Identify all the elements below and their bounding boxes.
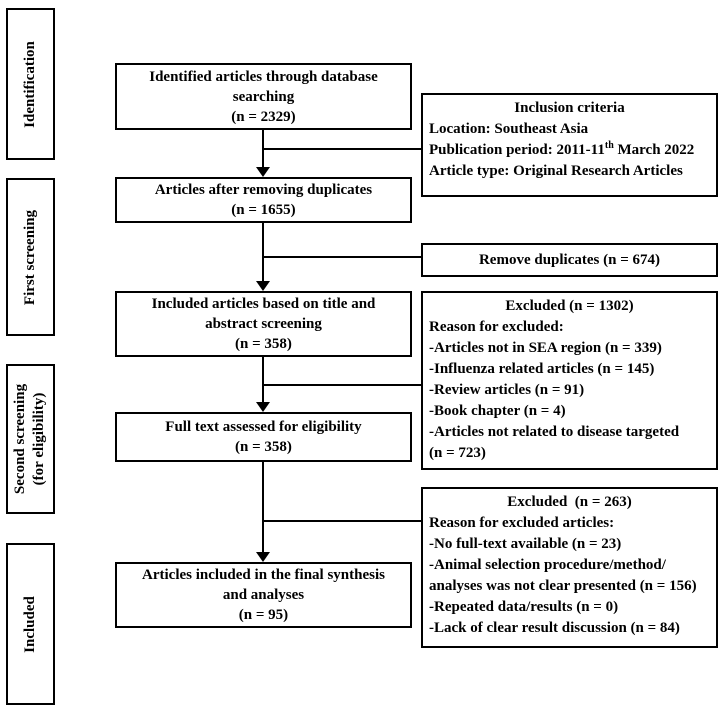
connector-line [263, 256, 421, 258]
flow-box-line: abstract screening [205, 316, 322, 332]
flow-box-count: (n = 1655) [231, 202, 296, 218]
connector-line [262, 223, 264, 282]
flow-box-line: Included articles based on title and [151, 296, 376, 312]
excluded-reason-line: analyses was not clear presented (n = 15… [429, 578, 697, 594]
flow-box-line: Articles after removing duplicates [154, 182, 373, 198]
flow-box-final-synthesis: Articles included in the final synthesis… [115, 562, 412, 628]
flow-box-title-abstract-screening: Included articles based on title and abs… [115, 291, 412, 357]
excluded-reason-line: -Animal selection procedure/method/ [429, 557, 666, 573]
stage-box-second-screening: Second screening (for eligibility) [6, 364, 55, 514]
connector-line [263, 520, 421, 522]
excluded-reason-line: -Articles not in SEA region (n = 339) [429, 340, 662, 356]
flow-box-line: Articles included in the final synthesis [142, 567, 385, 583]
note-box-excluded-title-abstract: Excluded (n = 1302) Reason for excluded:… [421, 291, 718, 470]
stage-box-included: Included [6, 543, 55, 705]
flow-box-identified-articles: Identified articles through database sea… [115, 63, 412, 130]
stage-label-text: Identification [22, 40, 39, 128]
excluded-reason-line: -Influenza related articles (n = 145) [429, 361, 655, 377]
excluded-reason-line: -Repeated data/results (n = 0) [429, 599, 619, 615]
note-box-inclusion-criteria: Inclusion criteria Location: Southeast A… [421, 93, 718, 197]
inclusion-publication-period-line: Publication period: 2011-11th March 2022 [429, 140, 710, 161]
connector-line [263, 384, 421, 386]
connector-line [263, 148, 421, 150]
flow-box-count: (n = 95) [238, 607, 289, 623]
note-box-excluded-full-text: Excluded (n = 263) Reason for excluded a… [421, 487, 718, 648]
stage-label-text: (for eligibility) [31, 392, 48, 486]
inclusion-article-type-line: Article type: Original Research Articles [429, 163, 683, 179]
flow-box-count: (n = 358) [235, 439, 292, 455]
stage-label-text: Included [22, 595, 39, 653]
inclusion-location-line: Location: Southeast Asia [429, 121, 589, 137]
stage-box-first-screening: First screening [6, 178, 55, 336]
flow-box-line: Full text assessed for eligibility [165, 419, 362, 435]
publication-period-text-tail: March 2022 [613, 142, 695, 158]
excluded-reason-line: -Lack of clear result discussion (n = 84… [429, 620, 680, 636]
stage-label-second-screening: Second screening (for eligibility) [12, 384, 50, 494]
arrow-down-icon [256, 281, 270, 291]
excluded-reason-line: -Review articles (n = 91) [429, 382, 585, 398]
flow-box-after-duplicates: Articles after removing duplicates (n = … [115, 177, 412, 223]
stage-label-text: Second screening [12, 383, 29, 495]
remove-duplicates-label: Remove duplicates (n = 674) [478, 251, 661, 268]
stage-label-included: Included [21, 596, 40, 653]
connector-line [262, 462, 264, 553]
excluded-reason-label: Reason for excluded: [429, 319, 564, 335]
stage-label-first-screening: First screening [21, 209, 40, 304]
excluded-reason-label: Reason for excluded articles: [429, 515, 615, 531]
flow-box-line: and analyses [222, 587, 305, 603]
excluded-reason-line: (n = 723) [429, 445, 486, 461]
excluded-reason-line: -Book chapter (n = 4) [429, 403, 566, 419]
excluded-reason-line: -No full-text available (n = 23) [429, 536, 622, 552]
arrow-down-icon [256, 167, 270, 177]
arrow-down-icon [256, 402, 270, 412]
publication-period-text: Publication period: 2011-11 [429, 142, 605, 158]
stage-label-text: First screening [22, 209, 38, 305]
excluded-heading: Excluded (n = 1302) [505, 298, 634, 314]
flow-box-full-text-eligibility: Full text assessed for eligibility (n = … [115, 412, 412, 462]
excluded-reason-line: -Articles not related to disease targete… [429, 424, 680, 440]
stage-box-identification: Identification [6, 8, 55, 160]
excluded-heading: Excluded (n = 263) [507, 494, 632, 510]
flow-box-count: (n = 358) [235, 336, 292, 352]
flow-box-line: searching [232, 88, 295, 105]
stage-label-identification: Identification [21, 41, 40, 128]
inclusion-criteria-heading: Inclusion criteria [514, 100, 625, 116]
flow-box-count: (n = 2329) [231, 108, 296, 125]
connector-line [262, 357, 264, 403]
note-box-remove-duplicates: Remove duplicates (n = 674) [421, 243, 718, 277]
flow-box-line: Identified articles through database [149, 68, 378, 85]
ordinal-superscript: th [604, 140, 614, 151]
arrow-down-icon [256, 552, 270, 562]
